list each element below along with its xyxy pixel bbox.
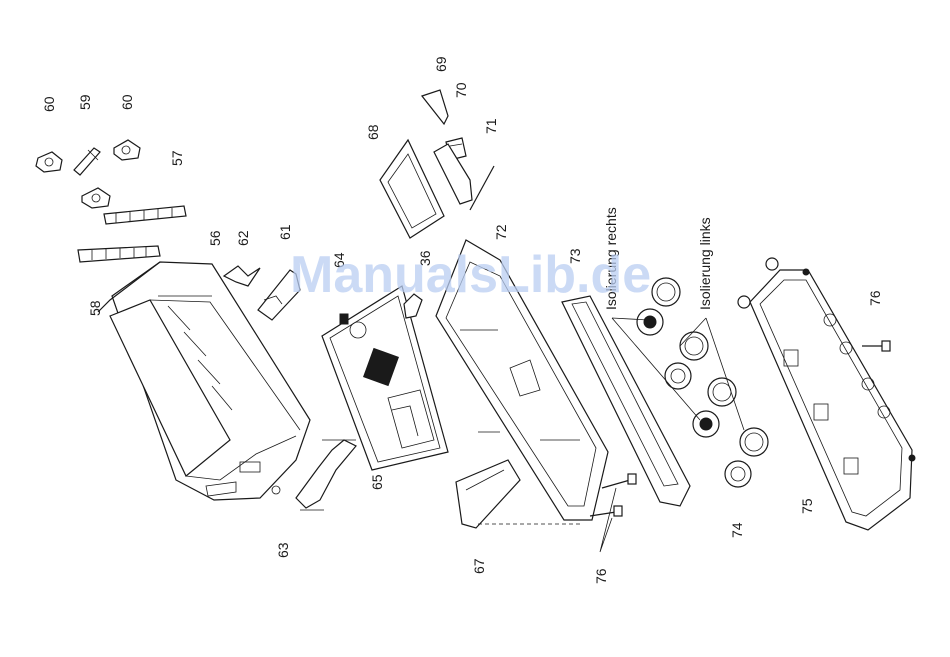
leader-76-left — [600, 488, 616, 552]
label-58: 58 — [87, 300, 103, 316]
part-57-step-strip — [104, 206, 186, 224]
part-59-pin — [74, 148, 100, 175]
part-74-wheelset-4 — [725, 428, 768, 487]
label-74: 74 — [729, 522, 745, 538]
part-60-clip-left — [36, 152, 62, 172]
label-76-right: 76 — [867, 290, 883, 306]
label-70: 70 — [453, 82, 469, 98]
part-75-bogie-frame — [738, 258, 915, 530]
label-76-left: 76 — [593, 568, 609, 584]
part-74-wheelset-2 — [665, 332, 708, 389]
label-61: 61 — [277, 224, 293, 240]
watermark: ManualsLib.de — [290, 246, 651, 304]
label-56: 56 — [207, 230, 223, 246]
label-72: 72 — [493, 224, 509, 240]
label-75: 75 — [799, 498, 815, 514]
label-63: 63 — [275, 542, 291, 558]
label-isolierung-links: Isolierung links — [697, 217, 713, 310]
part-62-bracket — [224, 266, 260, 286]
label-62: 62 — [235, 230, 251, 246]
part-76-screw-upper — [602, 474, 636, 488]
label-68: 68 — [365, 124, 381, 140]
part-63-step-frame — [296, 440, 356, 510]
label-71: 71 — [483, 118, 499, 134]
part-69-clip — [422, 90, 448, 124]
part-68-frame — [380, 140, 444, 238]
label-67: 67 — [471, 558, 487, 574]
part-76-screw-right — [862, 341, 890, 351]
part-60-clip-right — [114, 140, 140, 160]
part-58-step-strip — [78, 246, 160, 262]
label-60a: 60 — [41, 96, 57, 112]
label-59: 59 — [77, 94, 93, 110]
label-65: 65 — [369, 474, 385, 490]
label-69: 69 — [433, 56, 449, 72]
label-60b: 60 — [119, 94, 135, 110]
label-57: 57 — [169, 150, 185, 166]
part-60-clip-lower — [82, 188, 110, 208]
